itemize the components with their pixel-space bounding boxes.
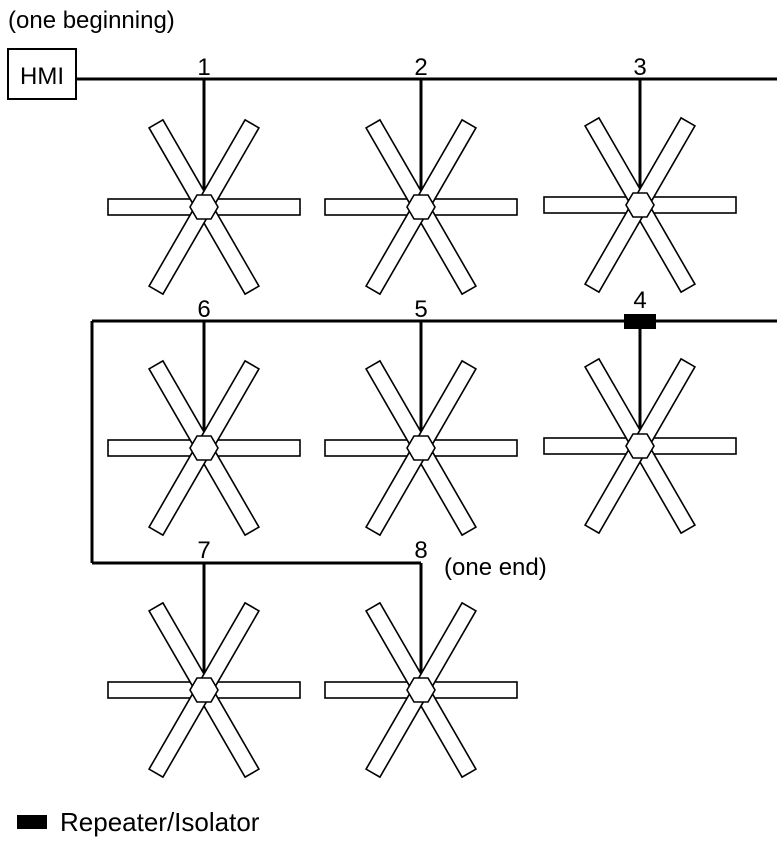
fan-unit-3: 3 <box>543 54 737 293</box>
hmi-label: HMI <box>20 63 64 90</box>
hmi-box <box>7 48 77 100</box>
fan-unit-1: 1 <box>107 54 301 295</box>
end-label: (one end) <box>444 554 547 581</box>
legend-repeater-icon <box>17 815 47 829</box>
fan-number-2: 2 <box>414 54 427 81</box>
fan-number-1: 1 <box>197 54 210 81</box>
fan-unit-6: 6 <box>107 296 301 536</box>
fan-unit-5: 5 <box>324 296 518 536</box>
fan-number-4: 4 <box>633 287 646 314</box>
legend: Repeater/Isolator <box>17 807 260 837</box>
fan-number-5: 5 <box>414 296 427 323</box>
fan-unit-2: 2 <box>324 54 518 295</box>
fan-number-3: 3 <box>633 54 646 81</box>
beginning-label: (one beginning) <box>8 7 175 34</box>
fan-number-8: 8 <box>414 537 427 564</box>
fan-number-7: 7 <box>197 537 210 564</box>
fan-unit-8: 8 <box>324 537 518 778</box>
fan-unit-7: 7 <box>107 537 301 778</box>
legend-label: Repeater/Isolator <box>60 807 260 837</box>
repeater-isolator-icon <box>624 314 656 329</box>
fan-number-6: 6 <box>197 296 210 323</box>
fan-unit-4: 4 <box>543 287 737 534</box>
